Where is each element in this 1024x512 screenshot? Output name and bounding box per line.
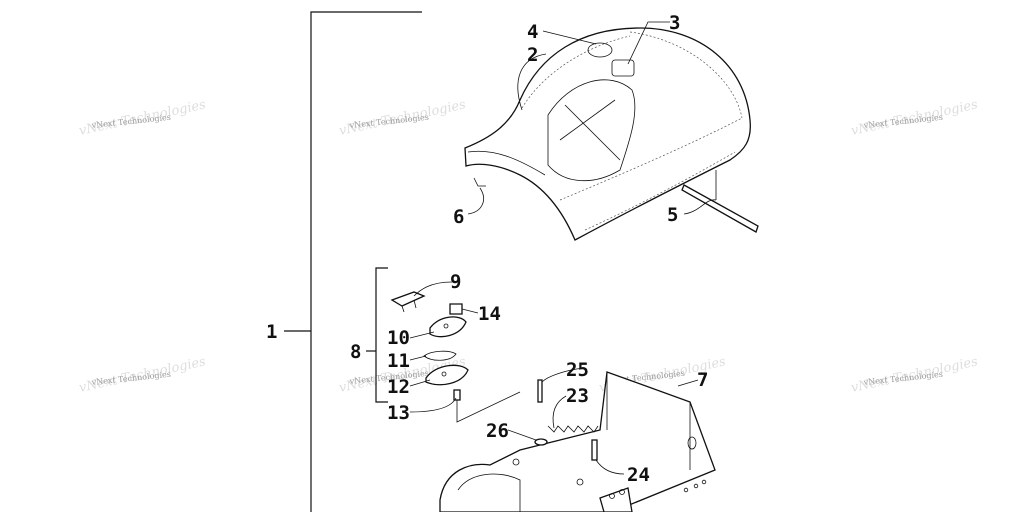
latch-plate-upper-part bbox=[429, 316, 467, 338]
callout-25: 25 bbox=[566, 359, 589, 381]
callout-2: 2 bbox=[527, 44, 538, 66]
latch-spring-part bbox=[423, 350, 457, 361]
callout-26: 26 bbox=[486, 420, 509, 442]
callout-14: 14 bbox=[478, 303, 501, 325]
callout-4: 4 bbox=[527, 21, 538, 43]
clip-part bbox=[473, 177, 486, 187]
watermark-4: vNext Technologies vNext Technologies bbox=[850, 97, 980, 139]
callout-23: 23 bbox=[566, 385, 589, 407]
watermark-2: vNext Technologies vNext Technologies bbox=[338, 97, 468, 139]
pin-part bbox=[537, 379, 543, 403]
callout-9: 9 bbox=[450, 271, 461, 293]
assembly-bracket-1 bbox=[284, 11, 422, 512]
leader-lines bbox=[409, 21, 717, 475]
latch-nut-part bbox=[449, 303, 463, 315]
strap-part bbox=[681, 170, 759, 233]
callout-13: 13 bbox=[387, 402, 410, 424]
callout-24: 24 bbox=[627, 464, 650, 486]
seat-base-part bbox=[439, 371, 716, 512]
callout-7: 7 bbox=[697, 369, 708, 391]
latch-hook-part bbox=[390, 291, 426, 313]
watermark-8: vNext Technologies vNext Technologies bbox=[850, 354, 980, 396]
latch-pin-part bbox=[453, 389, 521, 423]
hinge-block-part bbox=[599, 487, 633, 512]
callout-8: 8 bbox=[350, 341, 361, 363]
callout-1: 1 bbox=[266, 321, 277, 343]
callout-3: 3 bbox=[669, 12, 680, 34]
bolt-part bbox=[591, 439, 598, 461]
subassembly-bracket-8 bbox=[366, 267, 388, 403]
washer-part bbox=[534, 438, 548, 446]
callout-10: 10 bbox=[387, 327, 410, 349]
watermark-5: vNext Technologies vNext Technologies bbox=[78, 354, 208, 396]
callout-5: 5 bbox=[667, 204, 678, 226]
spring-part bbox=[547, 425, 599, 433]
seat-part bbox=[464, 27, 751, 241]
callout-12: 12 bbox=[387, 376, 410, 398]
latch-plate-lower-part bbox=[425, 364, 469, 386]
callout-6: 6 bbox=[453, 206, 464, 228]
callout-11: 11 bbox=[387, 350, 410, 372]
watermark-1: vNext Technologies vNext Technologies bbox=[78, 97, 208, 139]
